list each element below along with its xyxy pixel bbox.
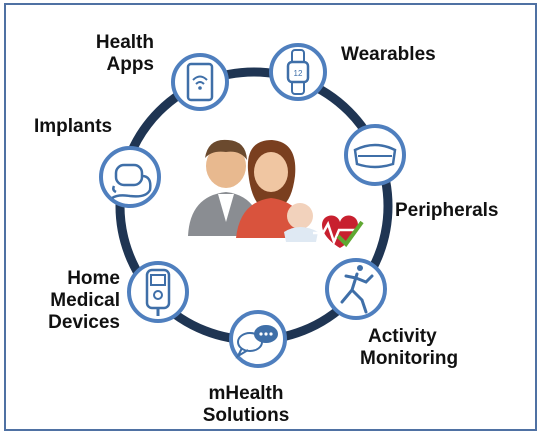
- mhealth-node: [229, 310, 287, 368]
- label-home-line2: Medical: [50, 290, 120, 311]
- label-mhealth-line1: mHealth: [208, 383, 284, 404]
- label-activity-line1: Activity: [368, 326, 437, 347]
- label-health-apps-line2: Apps: [106, 54, 155, 75]
- pacemaker-icon: [111, 163, 152, 200]
- family-health-icon: [188, 139, 364, 248]
- label-home-medical-devices: Home Medical Devices: [22, 268, 120, 334]
- label-mhealth-solutions: mHealth Solutions: [176, 383, 316, 427]
- label-peripherals: Peripherals: [395, 200, 499, 221]
- label-home-line1: Home: [67, 268, 120, 289]
- label-health-apps-line1: Health: [95, 32, 154, 53]
- label-mhealth-line2: Solutions: [202, 405, 290, 426]
- implants-node: [99, 146, 161, 208]
- smartwatch-icon: 12: [286, 49, 310, 95]
- label-activity-monitoring: Activity Monitoring: [360, 326, 458, 370]
- health-apps-node: [171, 53, 229, 111]
- svg-text:12: 12: [294, 69, 303, 78]
- running-person-icon: [340, 265, 374, 314]
- chat-bubbles-icon: [235, 325, 278, 359]
- label-wearables: Wearables: [341, 44, 436, 65]
- smartphone-wifi-icon: [186, 62, 214, 102]
- label-activity-line2: Monitoring: [360, 348, 459, 369]
- vr-headset-icon: [353, 143, 397, 169]
- home-medical-node: [127, 261, 189, 323]
- wearables-node: 12: [269, 43, 327, 101]
- activity-node: [325, 258, 387, 320]
- label-home-line3: Devices: [48, 312, 120, 333]
- glucometer-icon: [145, 268, 171, 316]
- label-implants: Implants: [34, 116, 113, 137]
- peripherals-node: [344, 124, 406, 186]
- label-health-apps: Health Apps: [70, 32, 154, 76]
